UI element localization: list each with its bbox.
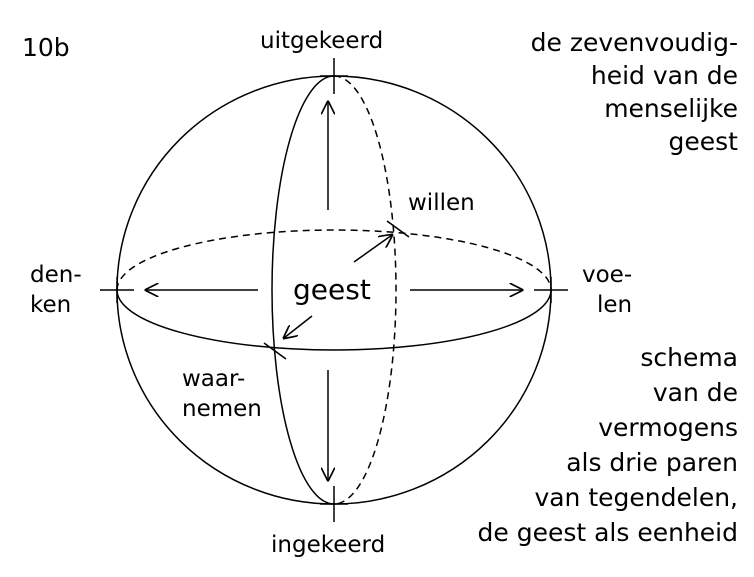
caption-line: als drie paren — [566, 448, 738, 477]
title-line: de zevenvoudig- — [530, 28, 738, 57]
caption-line: vermogens — [598, 413, 738, 442]
label-right-line2: len — [597, 292, 633, 318]
meridian-back — [333, 75, 397, 505]
label-back: willen — [408, 190, 475, 216]
label-top: uitgekeerd — [260, 28, 384, 54]
equator-front — [116, 289, 552, 351]
diagram-caption: schema van de vermogens als drie paren v… — [478, 340, 739, 550]
figure-number: 10b — [22, 33, 70, 62]
caption-line: van tegendelen, — [534, 483, 738, 512]
label-front-line2: nemen — [182, 396, 262, 422]
arrow-willen — [353, 235, 392, 263]
equator-back — [116, 229, 552, 291]
diagram-title: de zevenvoudig- heid van de menselijke g… — [531, 26, 738, 158]
label-front-line1: waar- — [182, 366, 246, 392]
tick-waarnemen — [263, 342, 287, 360]
label-center: geest — [293, 273, 371, 306]
caption-line: de geest als eenheid — [477, 518, 739, 547]
label-left-line2: ken — [30, 292, 72, 318]
label-left-line1: den- — [30, 262, 82, 288]
title-line: heid van de — [590, 61, 738, 90]
meridian-front — [271, 75, 335, 505]
caption-line: van de — [652, 378, 738, 407]
title-line: menselijke — [604, 94, 738, 123]
arrow-waarnemen — [284, 315, 313, 338]
caption-line: schema — [640, 343, 738, 372]
tick-willen — [386, 220, 410, 238]
label-right-line1: voe- — [582, 262, 633, 288]
label-bottom: ingekeerd — [271, 532, 386, 558]
title-line: geest — [668, 127, 738, 156]
